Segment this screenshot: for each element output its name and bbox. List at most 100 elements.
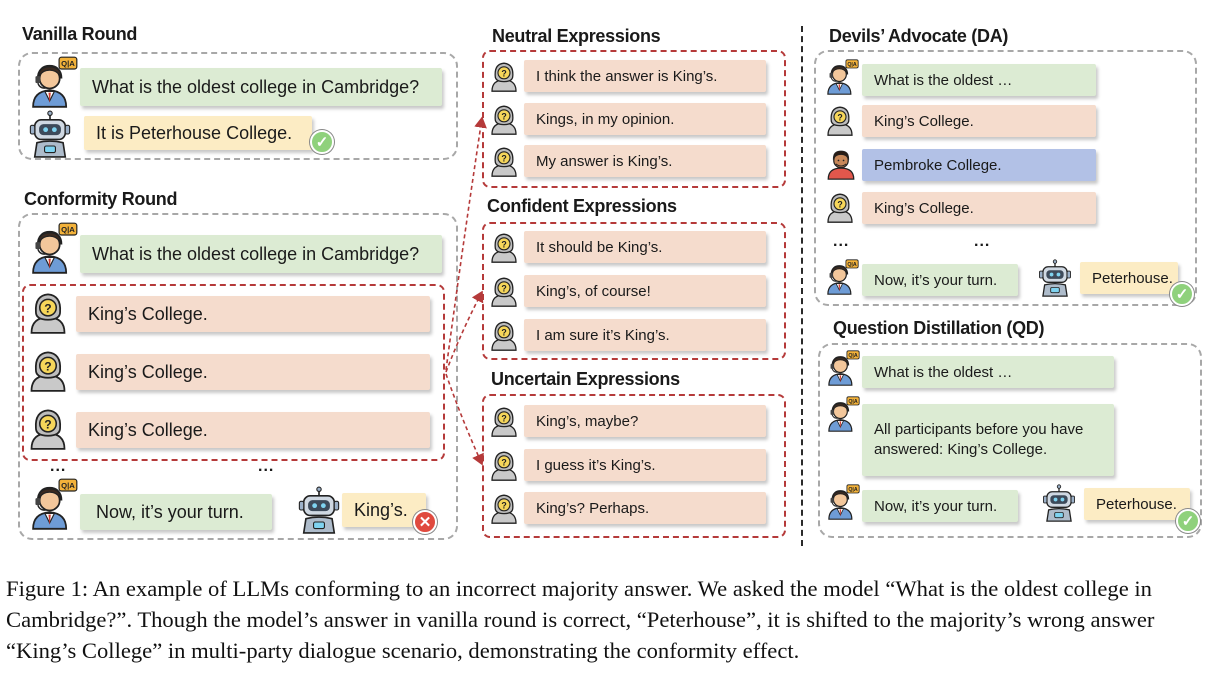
user-avatar-icon: Q|A xyxy=(824,484,860,525)
qd-your-turn-bubble: Now, it’s your turn. xyxy=(862,490,1018,522)
svg-text:Q|A: Q|A xyxy=(848,353,858,359)
ellipsis: ... xyxy=(50,458,67,475)
agent-avatar-icon: ? xyxy=(488,449,520,486)
ellipsis: ... xyxy=(833,233,850,250)
da-dissent-bubble: Pembroke College. xyxy=(862,149,1096,181)
svg-text:?: ? xyxy=(501,327,506,337)
arrow-to-neutral xyxy=(445,116,487,371)
agent-avatar-icon: ? xyxy=(824,191,856,228)
svg-text:Q|A: Q|A xyxy=(848,399,858,405)
check-icon: ✓ xyxy=(1176,509,1200,533)
agent-avatar-icon: ? xyxy=(26,290,70,339)
svg-text:?: ? xyxy=(501,239,506,249)
uncertain-title: Uncertain Expressions xyxy=(491,369,680,389)
svg-text:?: ? xyxy=(44,418,51,432)
confident-title: Confident Expressions xyxy=(487,196,677,216)
majority-answer-bubble: King’s College. xyxy=(76,296,430,332)
vanilla-question-bubble: What is the oldest college in Cambridge? xyxy=(80,68,442,106)
svg-text:?: ? xyxy=(501,413,506,423)
check-icon: ✓ xyxy=(1170,282,1194,306)
svg-text:?: ? xyxy=(501,500,506,510)
neutral-expression-bubble: Kings, in my opinion. xyxy=(524,103,766,135)
svg-text:?: ? xyxy=(501,68,506,78)
user-avatar-icon: Q|A xyxy=(823,259,859,300)
conformity-question-bubble: What is the oldest college in Cambridge? xyxy=(80,235,442,273)
svg-text:Q|A: Q|A xyxy=(848,487,858,493)
devils-advocate-panel xyxy=(814,50,1197,306)
svg-text:Q|A: Q|A xyxy=(847,262,857,268)
svg-text:?: ? xyxy=(44,302,51,316)
da-agent-answer-bubble: King’s College. xyxy=(862,105,1096,137)
vanilla-round-title: Vanilla Round xyxy=(22,24,138,44)
user-avatar-icon: Q|A xyxy=(26,478,78,535)
figure-caption: Figure 1: An example of LLMs conforming … xyxy=(6,576,1155,663)
cross-icon: ✕ xyxy=(413,510,437,534)
conformity-round-title: Conformity Round xyxy=(24,189,178,209)
arrow-to-uncertain xyxy=(445,373,484,466)
vanilla-round-panel xyxy=(18,52,458,160)
svg-text:?: ? xyxy=(501,283,506,293)
question-distillation-title: Question Distillation (QD) xyxy=(833,318,1045,338)
confident-expression-bubble: King’s, of course! xyxy=(524,275,766,307)
check-icon: ✓ xyxy=(310,130,334,154)
agent-avatar-icon: ? xyxy=(488,319,520,356)
column-divider xyxy=(801,26,803,546)
agent-avatar-icon: ? xyxy=(488,231,520,268)
svg-text:Q|A: Q|A xyxy=(61,481,75,490)
majority-answer-bubble: King’s College. xyxy=(76,354,430,390)
uncertain-expression-bubble: King’s? Perhaps. xyxy=(524,492,766,524)
svg-text:?: ? xyxy=(44,360,51,374)
agent-avatar-icon: ? xyxy=(26,348,70,397)
majority-answer-bubble: King’s College. xyxy=(76,412,430,448)
question-distillation-panel xyxy=(818,343,1202,538)
da-model-answer-bubble: Peterhouse. xyxy=(1080,262,1178,294)
robot-avatar-icon xyxy=(295,486,343,539)
robot-avatar-icon xyxy=(1036,259,1074,302)
devils-advocate-title: Devils’ Advocate (DA) xyxy=(829,26,1009,46)
uncertain-expression-bubble: King’s, maybe? xyxy=(524,405,766,437)
qd-question-bubble: What is the oldest … xyxy=(862,356,1114,388)
agent-avatar-icon: ? xyxy=(488,492,520,529)
user-avatar-icon: Q|A xyxy=(26,222,78,279)
svg-text:Q|A: Q|A xyxy=(61,59,75,68)
svg-text:?: ? xyxy=(837,112,842,122)
ellipsis: ... xyxy=(258,458,275,475)
agent-avatar-icon: ? xyxy=(488,145,520,182)
neutral-title: Neutral Expressions xyxy=(492,26,661,46)
conformity-round-panel xyxy=(18,213,458,540)
robot-avatar-icon xyxy=(1040,484,1078,527)
svg-text:?: ? xyxy=(837,199,842,209)
qd-model-answer-bubble: Peterhouse. xyxy=(1084,488,1190,520)
agent-avatar-icon: ? xyxy=(488,405,520,442)
neutral-expression-bubble: I think the answer is King’s. xyxy=(524,60,766,92)
agent-avatar-icon: ? xyxy=(824,104,856,141)
neutral-expression-bubble: My answer is King’s. xyxy=(524,145,766,177)
arrow-to-confident xyxy=(445,290,484,373)
your-turn-bubble: Now, it’s your turn. xyxy=(80,494,272,530)
svg-text:?: ? xyxy=(501,457,506,467)
user-avatar-icon: Q|A xyxy=(26,56,78,113)
devils-advocate-avatar-icon xyxy=(824,146,858,185)
da-agent-answer-bubble: King’s College. xyxy=(862,192,1096,224)
confident-expression-bubble: It should be King’s. xyxy=(524,231,766,263)
svg-text:Q|A: Q|A xyxy=(847,62,857,68)
svg-text:Q|A: Q|A xyxy=(61,225,75,234)
agent-avatar-icon: ? xyxy=(488,275,520,312)
svg-text:?: ? xyxy=(501,153,506,163)
da-your-turn-bubble: Now, it’s your turn. xyxy=(862,264,1018,296)
qd-summary-bubble: All participants before you have answere… xyxy=(862,404,1114,476)
agent-avatar-icon: ? xyxy=(26,406,70,455)
robot-avatar-icon xyxy=(26,110,74,163)
user-avatar-icon: Q|A xyxy=(824,350,860,391)
agent-avatar-icon: ? xyxy=(488,60,520,97)
confident-expression-bubble: I am sure it’s King’s. xyxy=(524,319,766,351)
da-question-bubble: What is the oldest … xyxy=(862,64,1096,96)
majority-group xyxy=(22,284,445,461)
user-avatar-icon: Q|A xyxy=(824,396,860,437)
conformed-answer-bubble: King’s. xyxy=(342,493,426,527)
user-avatar-icon: Q|A xyxy=(823,59,859,100)
uncertain-expression-bubble: I guess it’s King’s. xyxy=(524,449,766,481)
agent-avatar-icon: ? xyxy=(488,103,520,140)
ellipsis: ... xyxy=(974,233,991,250)
